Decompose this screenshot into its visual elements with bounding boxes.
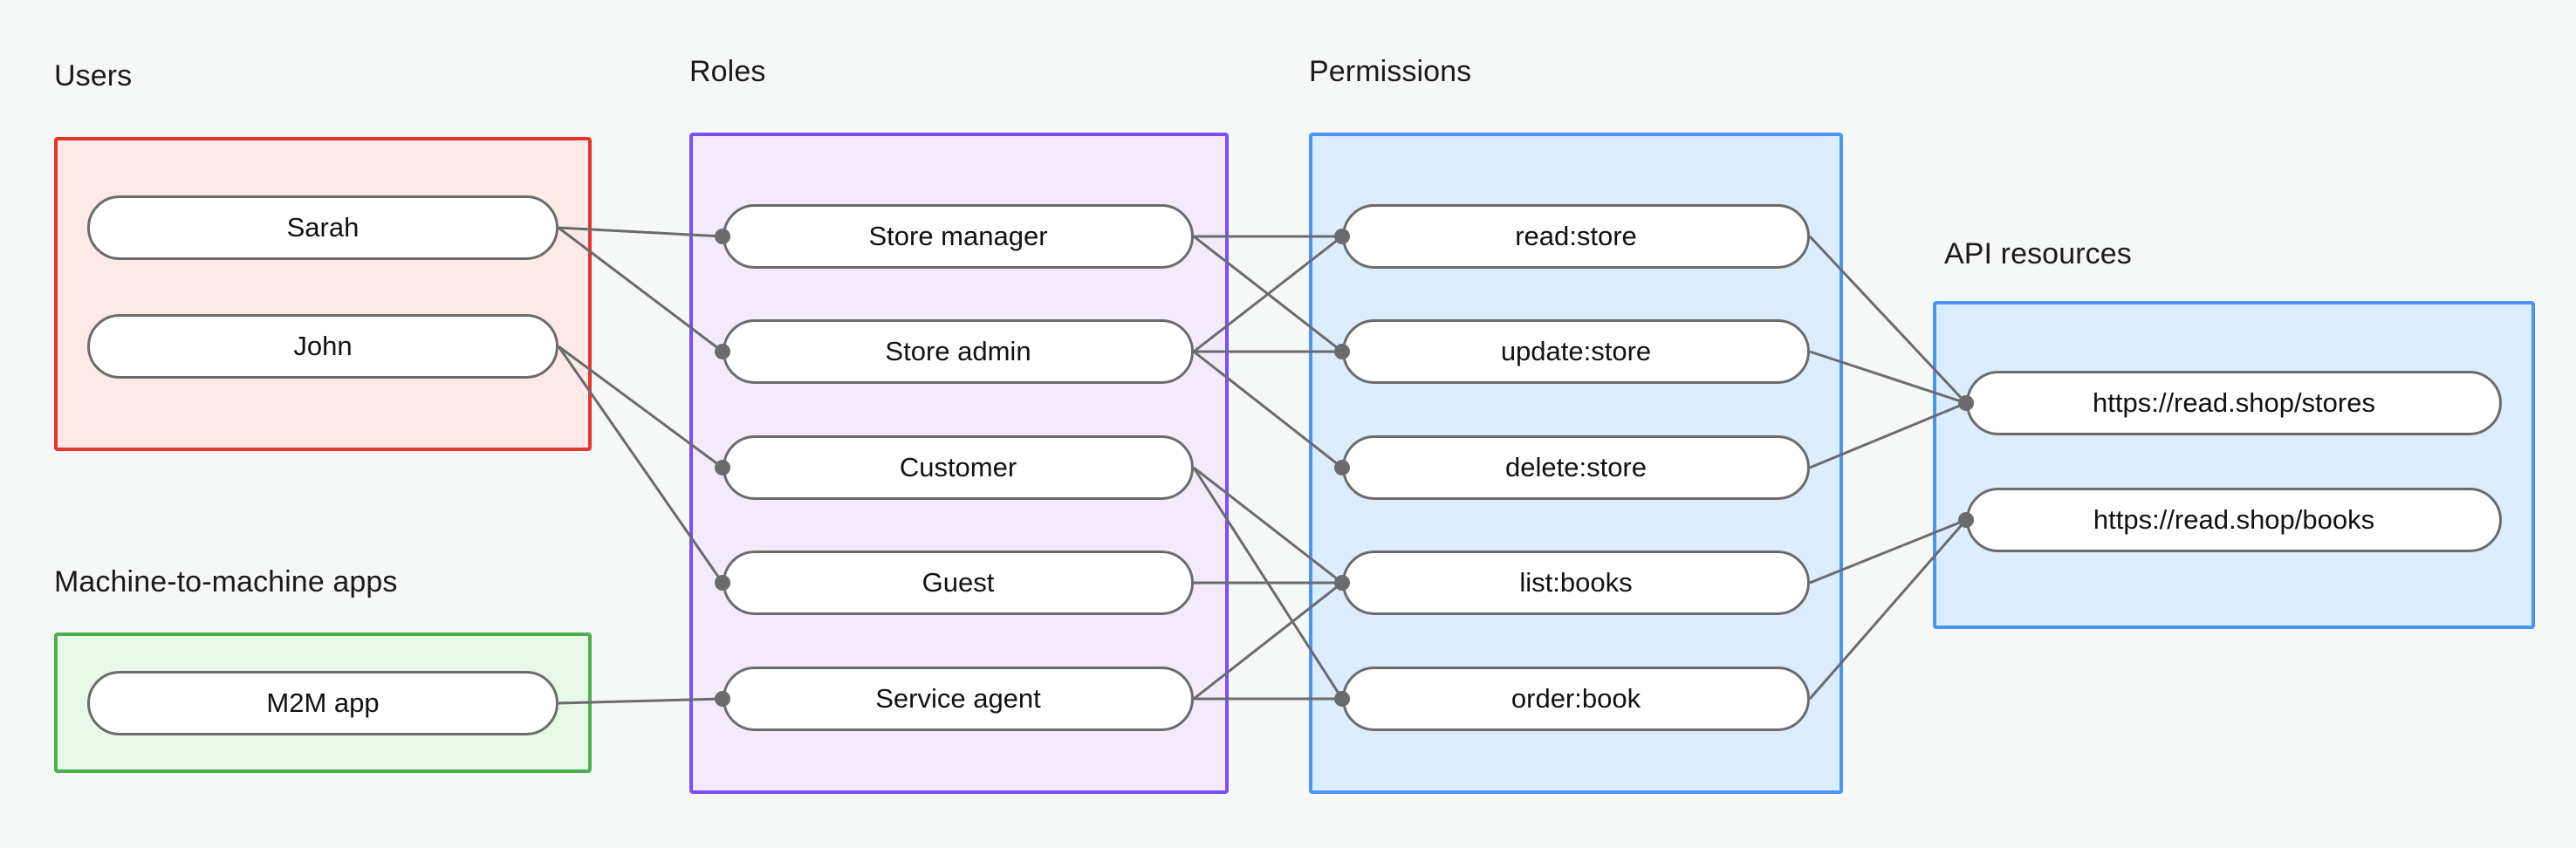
node-order-book[interactable]: order:book xyxy=(1342,667,1810,731)
group-label-api-resources: API resources xyxy=(1944,237,2132,270)
node-store-manager[interactable]: Store manager xyxy=(723,204,1194,269)
node-read-store[interactable]: read:store xyxy=(1342,204,1810,269)
node-m2m-app[interactable]: M2M app xyxy=(87,671,558,735)
node-guest[interactable]: Guest xyxy=(723,551,1194,615)
node-sarah[interactable]: Sarah xyxy=(87,195,558,260)
node-store-admin[interactable]: Store admin xyxy=(723,319,1194,384)
group-label-roles: Roles xyxy=(689,55,766,88)
group-label-permissions: Permissions xyxy=(1309,55,1472,88)
node-read-shop-books[interactable]: https://read.shop/books xyxy=(1966,488,2502,552)
node-update-store[interactable]: update:store xyxy=(1342,319,1810,384)
node-list-books[interactable]: list:books xyxy=(1342,551,1810,615)
group-box-api-resources xyxy=(1933,301,2535,629)
node-customer[interactable]: Customer xyxy=(723,435,1194,500)
node-service-agent[interactable]: Service agent xyxy=(723,667,1194,731)
group-label-users: Users xyxy=(54,59,133,92)
node-delete-store[interactable]: delete:store xyxy=(1342,435,1810,500)
group-label-m2m: Machine-to-machine apps xyxy=(54,565,398,598)
node-read-shop-stores[interactable]: https://read.shop/stores xyxy=(1966,371,2502,435)
node-john[interactable]: John xyxy=(87,314,558,379)
group-box-users xyxy=(54,137,592,451)
